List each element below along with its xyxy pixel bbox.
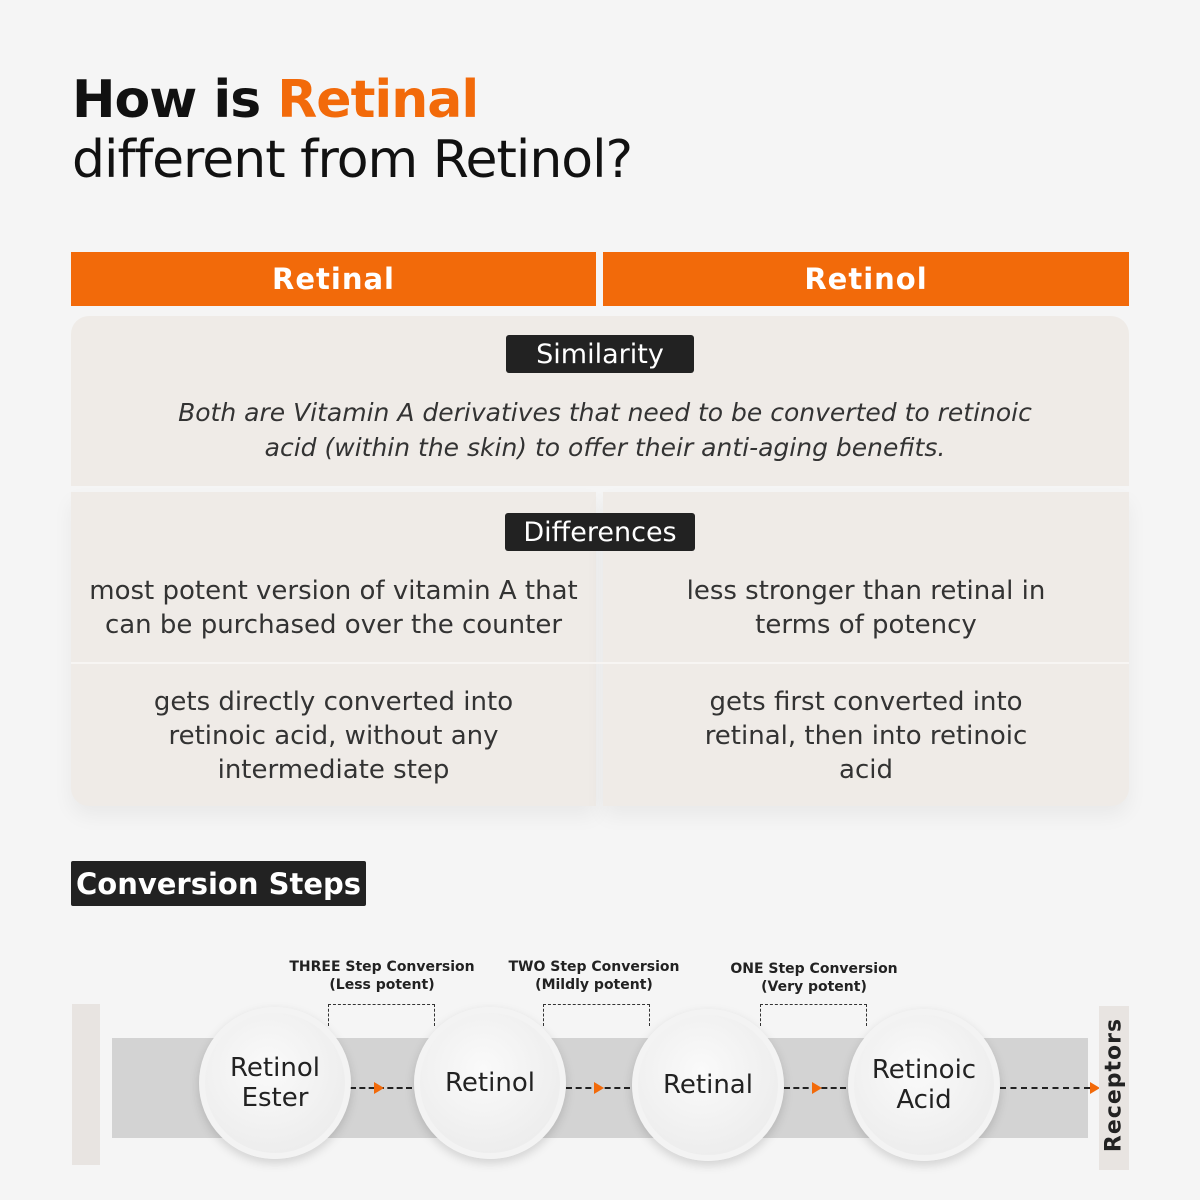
arrow-icon <box>812 1082 822 1094</box>
diff-retinol-1: less stronger than retinal in terms of p… <box>686 576 1046 640</box>
similarity-label: Similarity <box>506 335 694 373</box>
diff-retinal-2: gets directly converted into retinoic ac… <box>153 687 514 785</box>
diff-retinol-2: gets first converted into retinal, then … <box>704 687 1028 785</box>
arrow-icon <box>374 1082 384 1094</box>
arrow-icon <box>594 1082 604 1094</box>
row-divider <box>71 662 1129 664</box>
step-label-three: THREE Step Conversion(Less potent) <box>289 959 475 993</box>
title-highlight: Retinal <box>277 70 479 130</box>
receptors-label: Receptors <box>1101 1017 1127 1153</box>
node-retinol: Retinol <box>414 1007 566 1159</box>
arrow-icon <box>1090 1082 1100 1094</box>
connector-4 <box>1000 1087 1090 1089</box>
similarity-text: Both are Vitamin A derivatives that need… <box>178 398 1032 462</box>
bracket-three <box>328 1004 435 1026</box>
differences-label: Differences <box>505 513 695 551</box>
node-retinol-ester: Retinol Ester <box>199 1007 351 1159</box>
bracket-two <box>543 1004 650 1026</box>
diff-retinal-1: most potent version of vitamin A that ca… <box>89 576 578 640</box>
title-line-1: How is Retinal <box>72 70 479 130</box>
column-header-retinal: Retinal <box>71 252 596 306</box>
column-header-retinol: Retinol <box>603 252 1129 306</box>
node-retinal: Retinal <box>632 1009 784 1161</box>
step-label-one: ONE Step Conversion(Very potent) <box>730 961 898 995</box>
title-line-2: different from Retinol? <box>72 130 633 190</box>
bracket-one <box>760 1004 867 1026</box>
node-retinoic-acid: Retinoic Acid <box>848 1009 1000 1161</box>
receptors-bar <box>1099 1006 1129 1170</box>
skin-bar <box>72 1004 100 1165</box>
step-label-two: TWO Step Conversion(Mildly potent) <box>508 959 680 993</box>
conversion-steps-label: Conversion Steps <box>71 861 366 906</box>
